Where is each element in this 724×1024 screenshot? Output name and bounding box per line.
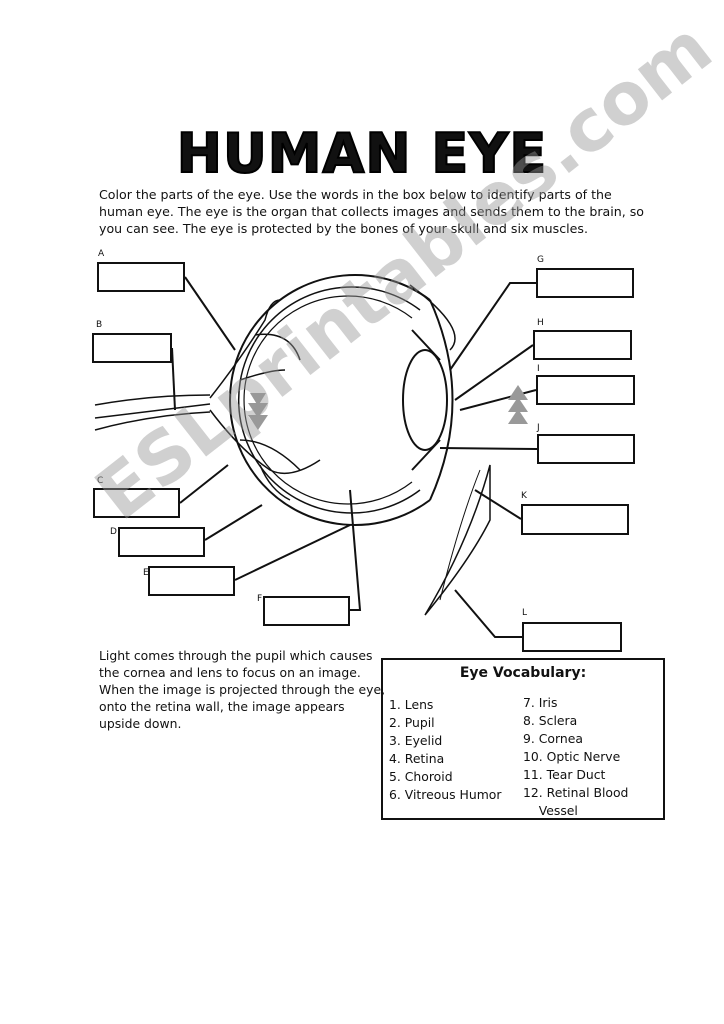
answer-box-c[interactable] [93, 488, 180, 518]
vocab-item: 9. Cornea [523, 731, 583, 746]
vocabulary-box: Eye Vocabulary: 1. Lens 2. Pupil 3. Eyel… [381, 658, 665, 820]
intro-text: Color the parts of the eye. Use the word… [99, 187, 644, 236]
answer-box-e[interactable] [148, 566, 235, 596]
label-i: I [537, 364, 540, 374]
vocab-item: 6. Vitreous Humor [389, 787, 502, 802]
label-l: L [522, 608, 528, 618]
answer-box-i[interactable] [536, 375, 635, 405]
label-b: B [96, 320, 103, 330]
label-d: D [110, 527, 117, 537]
label-a: A [98, 249, 105, 259]
vocab-item: 2. Pupil [389, 715, 435, 730]
vocab-item: 8. Sclera [523, 713, 578, 728]
page-title: HUMAN EYE [176, 121, 548, 186]
vocab-item: 3. Eyelid [389, 733, 443, 748]
light-explanation-text: Light comes through the pupil which caus… [99, 648, 386, 731]
vocab-item: 11. Tear Duct [523, 767, 606, 782]
label-f: F [257, 594, 263, 604]
answer-box-h[interactable] [533, 330, 632, 360]
label-j: J [537, 423, 540, 433]
vocab-item: 4. Retina [389, 751, 445, 766]
upright-tree-icon [508, 385, 528, 424]
vocab-item: 5. Choroid [389, 769, 453, 784]
vocab-item: 12. Retinal Blood Vessel [523, 785, 629, 818]
label-g: G [537, 255, 544, 265]
vocab-item: 7. Iris [523, 695, 558, 710]
vocab-item: 10. Optic Nerve [523, 749, 621, 764]
answer-box-d[interactable] [118, 527, 205, 557]
label-k: K [521, 491, 527, 501]
label-e: E [143, 568, 149, 578]
answer-box-l[interactable] [522, 622, 622, 652]
answer-box-b[interactable] [92, 333, 172, 363]
answer-box-j[interactable] [537, 434, 635, 464]
vocabulary-heading: Eye Vocabulary: [459, 665, 587, 681]
label-c: C [97, 476, 104, 486]
inverted-tree-icon [248, 393, 268, 430]
label-h: H [537, 318, 544, 328]
vocab-item: 1. Lens [389, 697, 434, 712]
answer-box-g[interactable] [536, 268, 634, 298]
answer-box-a[interactable] [97, 262, 185, 292]
answer-box-f[interactable] [263, 596, 350, 626]
lens-shape [402, 349, 448, 451]
answer-box-k[interactable] [521, 504, 629, 535]
